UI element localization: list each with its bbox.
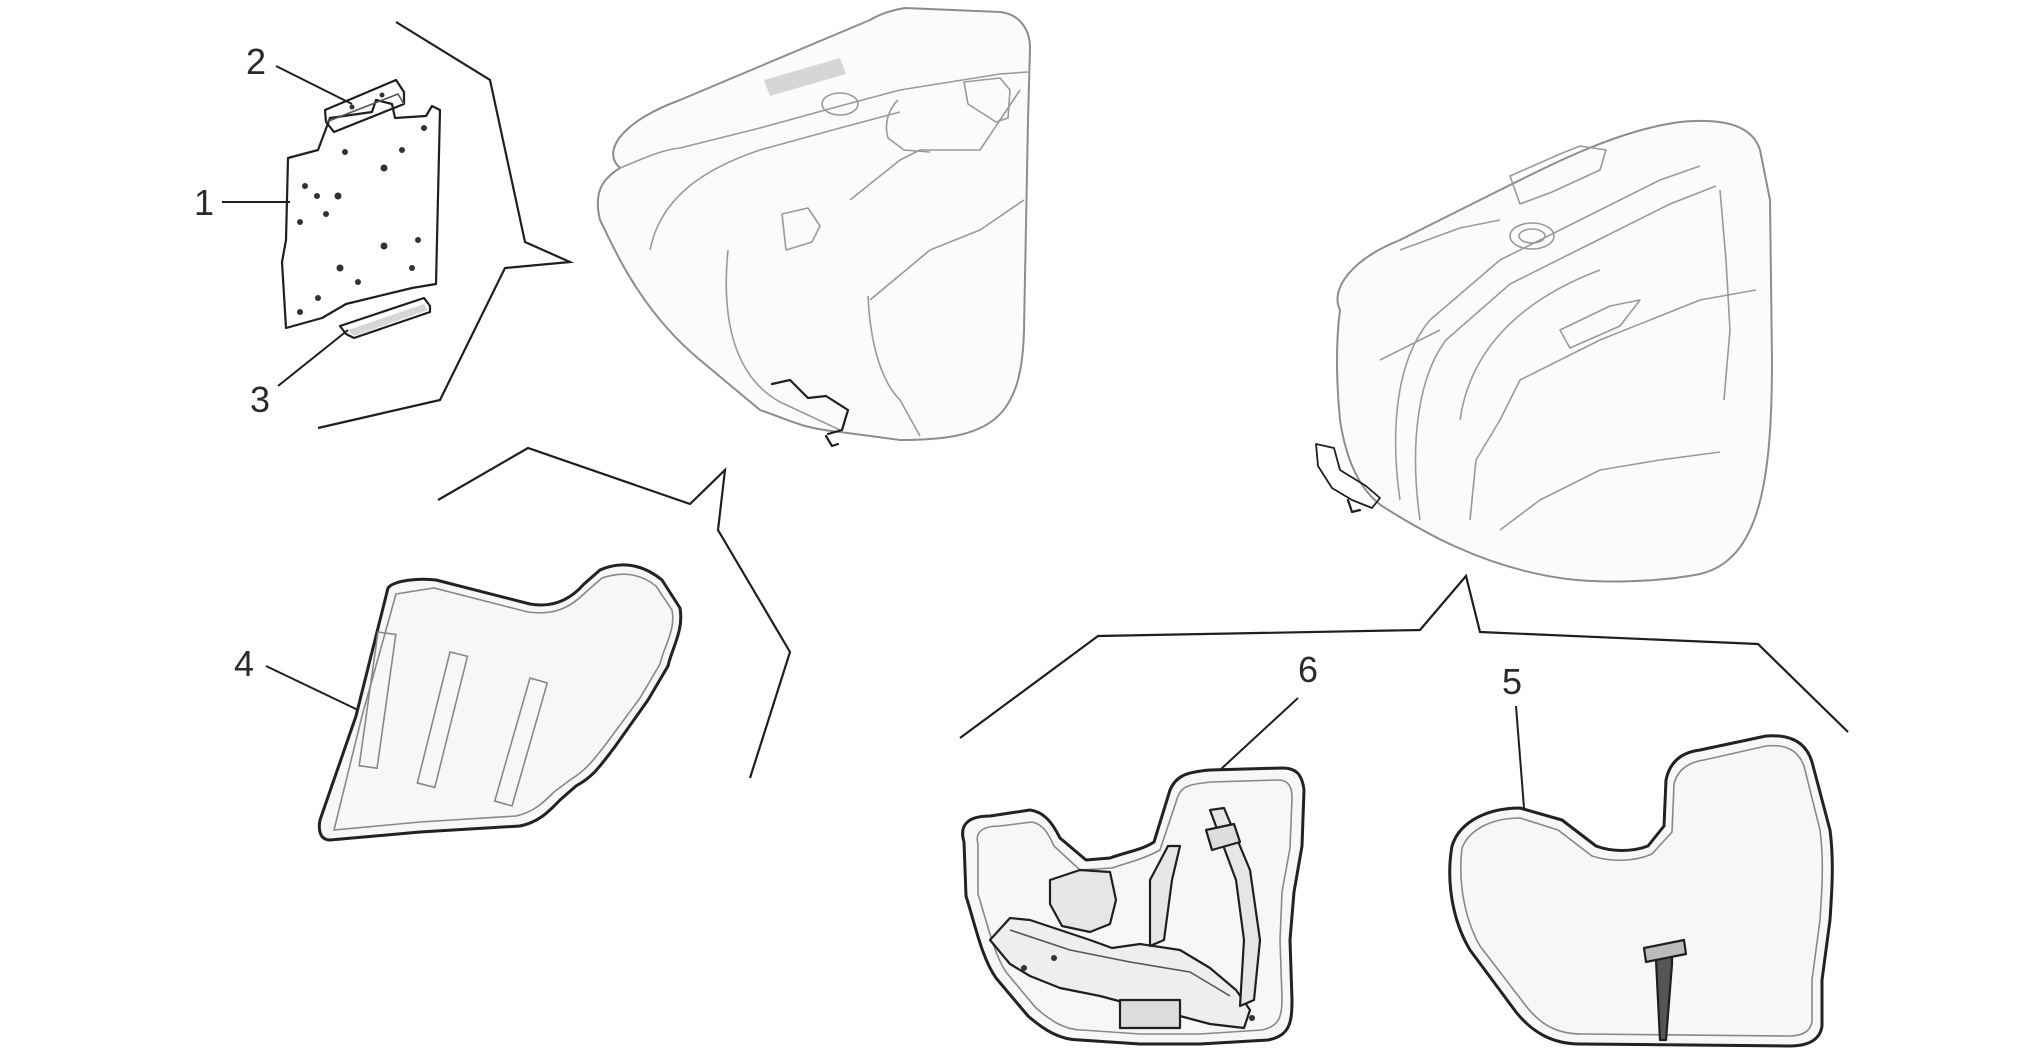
leader-line-3 bbox=[277, 329, 349, 387]
right-side-case bbox=[1315, 119, 1773, 583]
bracket-line-lower-left bbox=[437, 446, 792, 779]
callout-4: 4 bbox=[234, 643, 254, 684]
lower-hook-strip-part bbox=[338, 296, 432, 340]
inner-liner-pad-part-5 bbox=[1448, 734, 1834, 1048]
inner-liner-pad-part-4 bbox=[317, 563, 683, 842]
callout-3: 3 bbox=[250, 379, 270, 420]
callout-2: 2 bbox=[246, 41, 266, 82]
tool-tray-insert-part-6 bbox=[961, 766, 1306, 1046]
callout-5: 5 bbox=[1502, 661, 1522, 702]
mounting-plate-part bbox=[280, 98, 442, 330]
callout-6: 6 bbox=[1298, 649, 1318, 690]
bracket-line-upper-left bbox=[317, 21, 575, 430]
leader-line-5 bbox=[1515, 705, 1525, 809]
upper-hook-strip-part bbox=[323, 78, 406, 134]
callout-1: 1 bbox=[194, 182, 214, 223]
bracket-line-right bbox=[959, 573, 1849, 739]
leader-line-6 bbox=[1219, 697, 1299, 771]
leader-line-2 bbox=[275, 65, 353, 105]
left-side-case bbox=[596, 7, 1031, 448]
leader-line-4 bbox=[265, 665, 359, 711]
